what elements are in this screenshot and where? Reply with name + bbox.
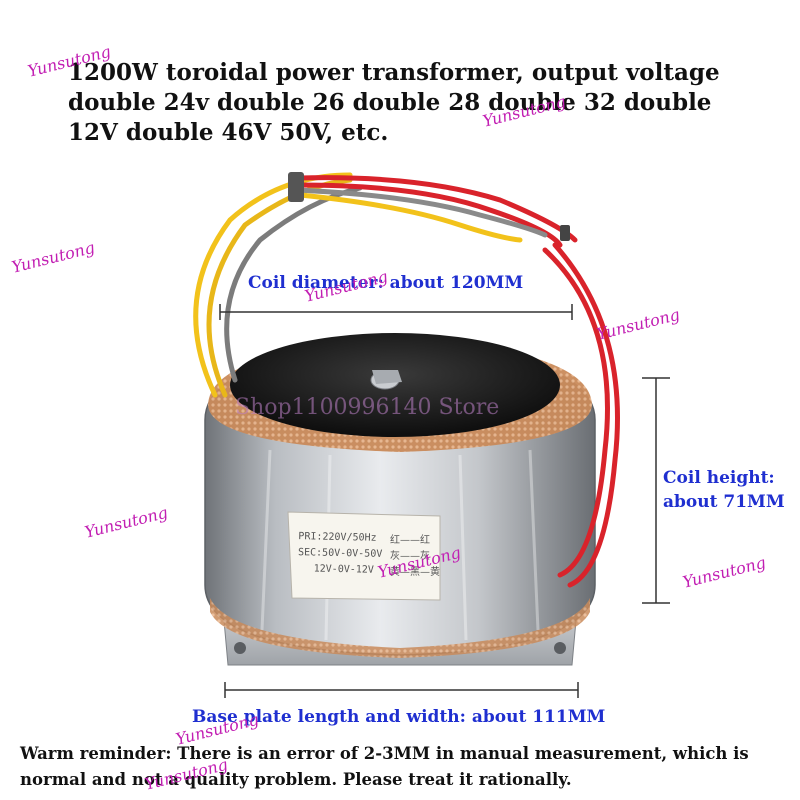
- store-watermark: Shop1100996140 Store: [235, 395, 500, 420]
- top-cap: [230, 333, 560, 437]
- lead-wires: [193, 172, 620, 588]
- sticker-text-cn: 红——红 灰——灰 黄—黑—黄: [390, 533, 440, 581]
- sticker-cn-3: 黄—黑—黄: [390, 567, 440, 578]
- coil-height-line-2: about 71MM: [663, 492, 785, 512]
- coil-diameter-label: Coil diameter: about 120MM: [248, 273, 524, 293]
- sticker-cn-1: 红——红: [390, 535, 430, 546]
- coil-height-line-1: Coil height:: [663, 468, 775, 488]
- sticker-cn-2: 灰——灰: [390, 551, 430, 562]
- spec-sticker: [287, 511, 441, 601]
- coil-height-label: Coil height: about 71MM: [663, 466, 785, 514]
- sticker-line-3: 12V-0V-12V: [313, 563, 375, 576]
- dimension-lines: [219, 304, 670, 698]
- sticker-line-2: SEC:50V-0V-50V: [297, 547, 383, 560]
- sticker-line-1: PRI:220V/50Hz: [298, 531, 377, 544]
- product-title: 1200W toroidal power transformer, output…: [68, 59, 720, 146]
- sticker-text: PRI:220V/50Hz SEC:50V-0V-50V 12V-0V-12V: [298, 529, 383, 579]
- warm-reminder: Warm reminder: There is an error of 2-3M…: [20, 744, 749, 789]
- base-plate-label: Base plate length and width: about 111MM: [192, 707, 606, 727]
